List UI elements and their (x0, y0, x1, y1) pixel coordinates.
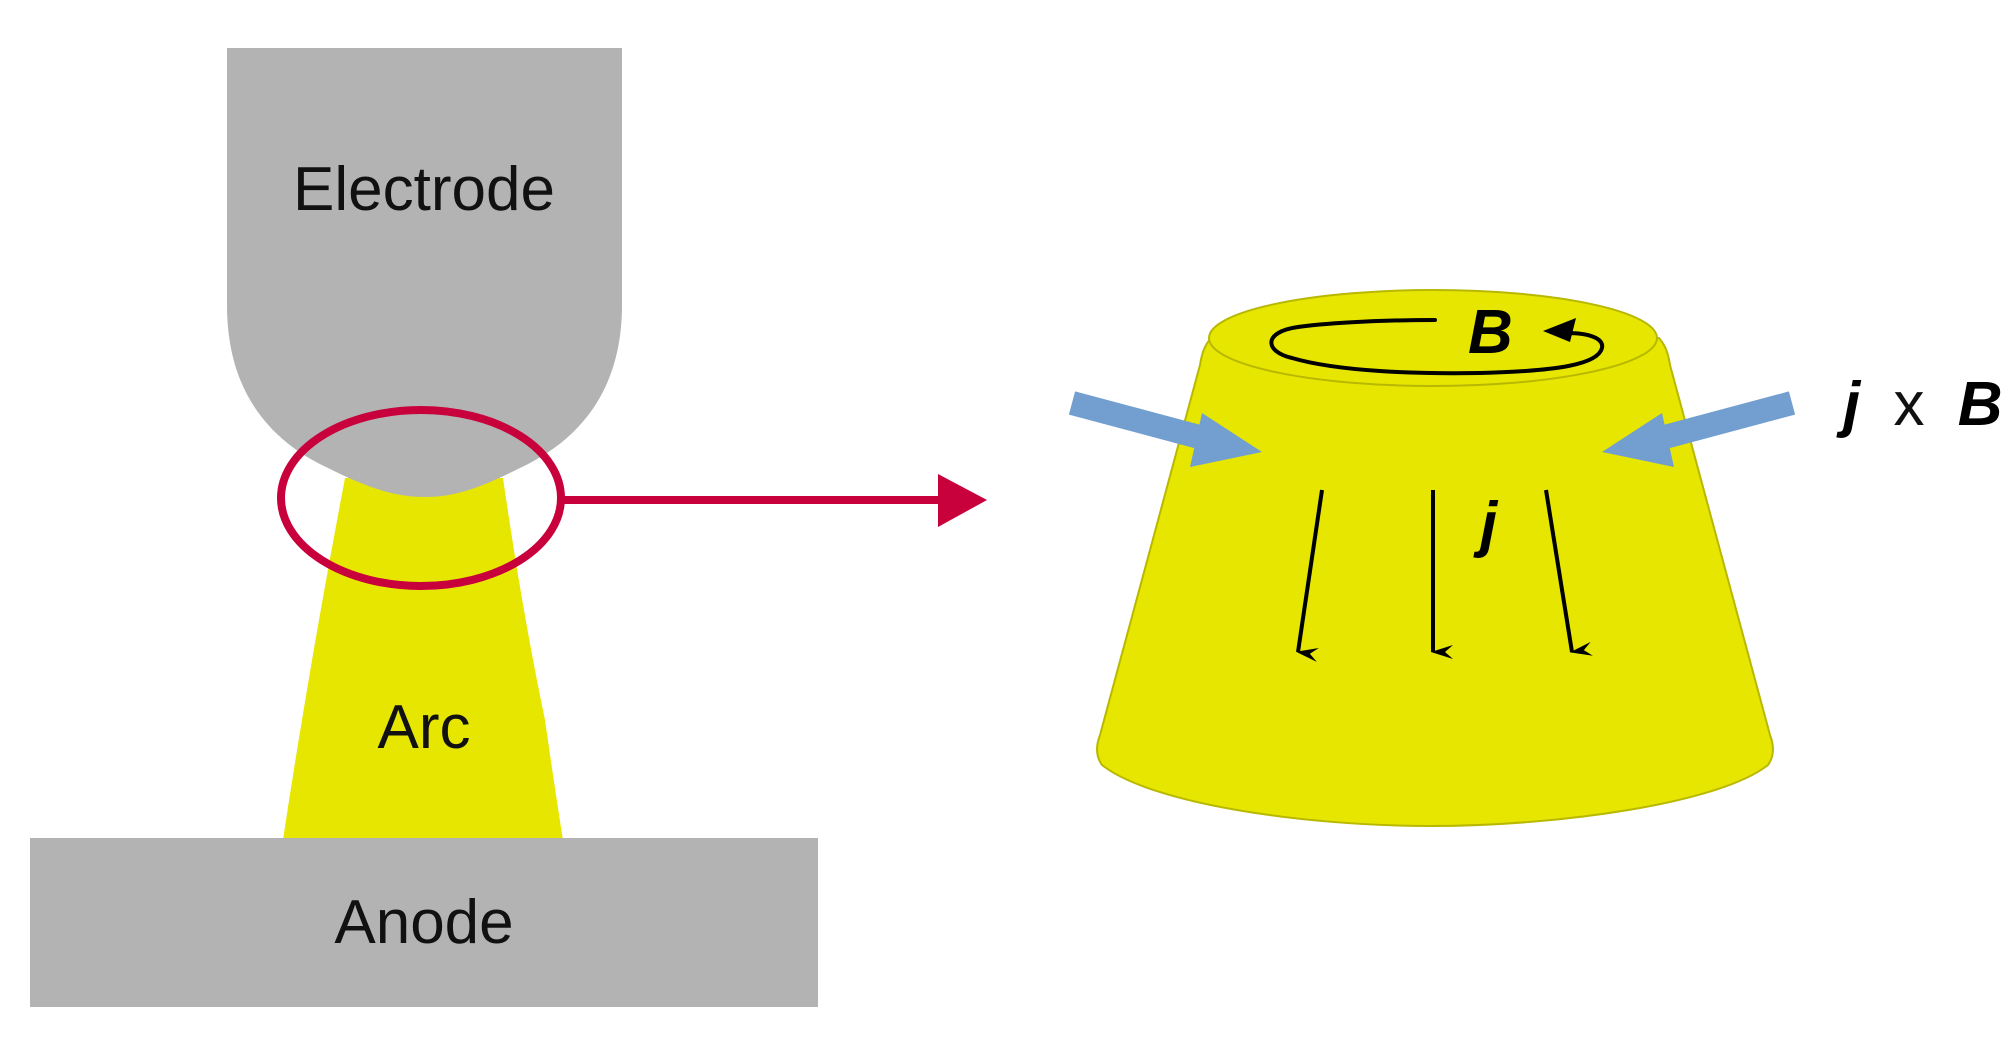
field-loop (1269, 318, 1605, 376)
current-arrow-right (1544, 489, 1593, 656)
lorentz-b: B (1958, 370, 2003, 439)
anode (30, 838, 818, 1007)
arc-section-top (1208, 289, 1658, 387)
field-b-label: B (1468, 298, 1513, 367)
electrode (227, 48, 622, 497)
lorentz-force-label: j x B (1836, 370, 2002, 439)
field-loop-arrowhead (1543, 318, 1576, 342)
lorentz-j: j (1836, 370, 1862, 439)
electrode-label: Electrode (293, 155, 555, 224)
current-arrow-left (1296, 489, 1324, 662)
force-arrow-right-shaft (1642, 391, 1796, 454)
zoom-arrow-head (938, 474, 987, 527)
lorentz-x: x (1893, 370, 1924, 439)
arc-column (283, 478, 563, 840)
force-arrow-right-head (1602, 413, 1674, 467)
arc-label: Arc (378, 693, 471, 762)
force-arrow-left-head (1190, 413, 1262, 467)
force-arrow-left-shaft (1068, 391, 1222, 454)
anode-label: Anode (334, 888, 513, 957)
